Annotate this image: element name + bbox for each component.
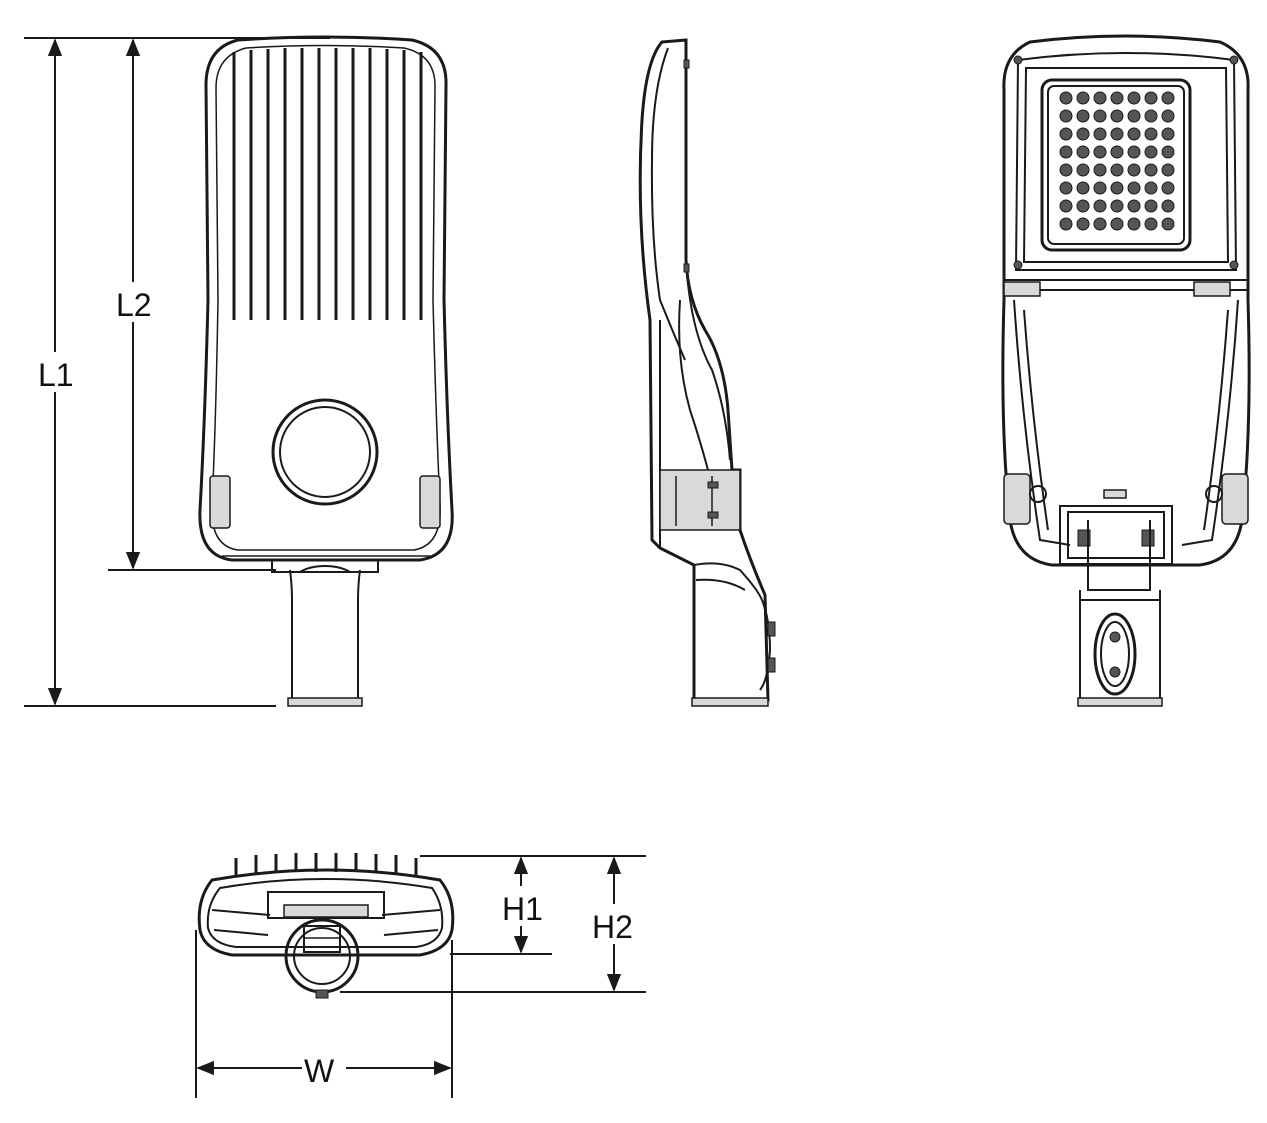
label-l2: L2 — [116, 287, 152, 323]
led-dot — [1144, 163, 1158, 177]
led-dot — [1076, 163, 1090, 177]
led-dot — [1161, 109, 1175, 123]
led-dot — [1127, 145, 1141, 159]
led-dot — [1161, 217, 1175, 231]
led-dot — [1127, 109, 1141, 123]
led-dot — [1127, 91, 1141, 105]
led-dot — [1110, 109, 1124, 123]
led-dot — [1110, 145, 1124, 159]
led-dot — [1110, 127, 1124, 141]
label-l1: L1 — [38, 357, 74, 393]
led-dot — [1144, 199, 1158, 213]
led-array — [1059, 91, 1175, 231]
led-dot — [1076, 181, 1090, 195]
led-dot — [1076, 127, 1090, 141]
led-dot — [1161, 145, 1175, 159]
led-dot — [1144, 127, 1158, 141]
led-dot — [1093, 91, 1107, 105]
led-dot — [1144, 181, 1158, 195]
led-dot — [1127, 127, 1141, 141]
led-dot — [1076, 109, 1090, 123]
label-w: W — [304, 1053, 335, 1089]
led-dot — [1076, 217, 1090, 231]
led-dot — [1093, 127, 1107, 141]
led-dot — [1161, 199, 1175, 213]
end-view — [197, 853, 455, 999]
led-dot — [1059, 91, 1073, 105]
led-dot — [1059, 163, 1073, 177]
led-dot — [1093, 217, 1107, 231]
led-dot — [1093, 109, 1107, 123]
led-dot — [1144, 91, 1158, 105]
led-dot — [1127, 199, 1141, 213]
led-dot — [1110, 91, 1124, 105]
side-view — [638, 38, 776, 707]
led-dot — [1127, 163, 1141, 177]
led-dot — [1110, 163, 1124, 177]
led-dot — [1110, 217, 1124, 231]
led-dot — [1127, 181, 1141, 195]
led-dot — [1059, 145, 1073, 159]
led-dot — [1144, 217, 1158, 231]
led-dot — [1110, 181, 1124, 195]
bottom-view — [1001, 34, 1251, 707]
led-dot — [1059, 109, 1073, 123]
led-dot — [1161, 127, 1175, 141]
led-dot — [1076, 199, 1090, 213]
led-dot — [1093, 199, 1107, 213]
led-dot — [1076, 145, 1090, 159]
led-dot — [1144, 145, 1158, 159]
led-dot — [1161, 163, 1175, 177]
led-dot — [1059, 217, 1073, 231]
led-dot — [1076, 91, 1090, 105]
led-dot — [1161, 91, 1175, 105]
led-dot — [1093, 145, 1107, 159]
led-dot — [1144, 109, 1158, 123]
led-dot — [1059, 199, 1073, 213]
label-h2: H2 — [592, 909, 633, 945]
led-dot — [1093, 181, 1107, 195]
led-dot — [1110, 199, 1124, 213]
led-dot — [1059, 127, 1073, 141]
led-dot — [1127, 217, 1141, 231]
label-h1: H1 — [502, 891, 543, 927]
led-dot — [1059, 181, 1073, 195]
top-view — [198, 35, 454, 707]
led-dot — [1093, 163, 1107, 177]
led-dot — [1161, 181, 1175, 195]
